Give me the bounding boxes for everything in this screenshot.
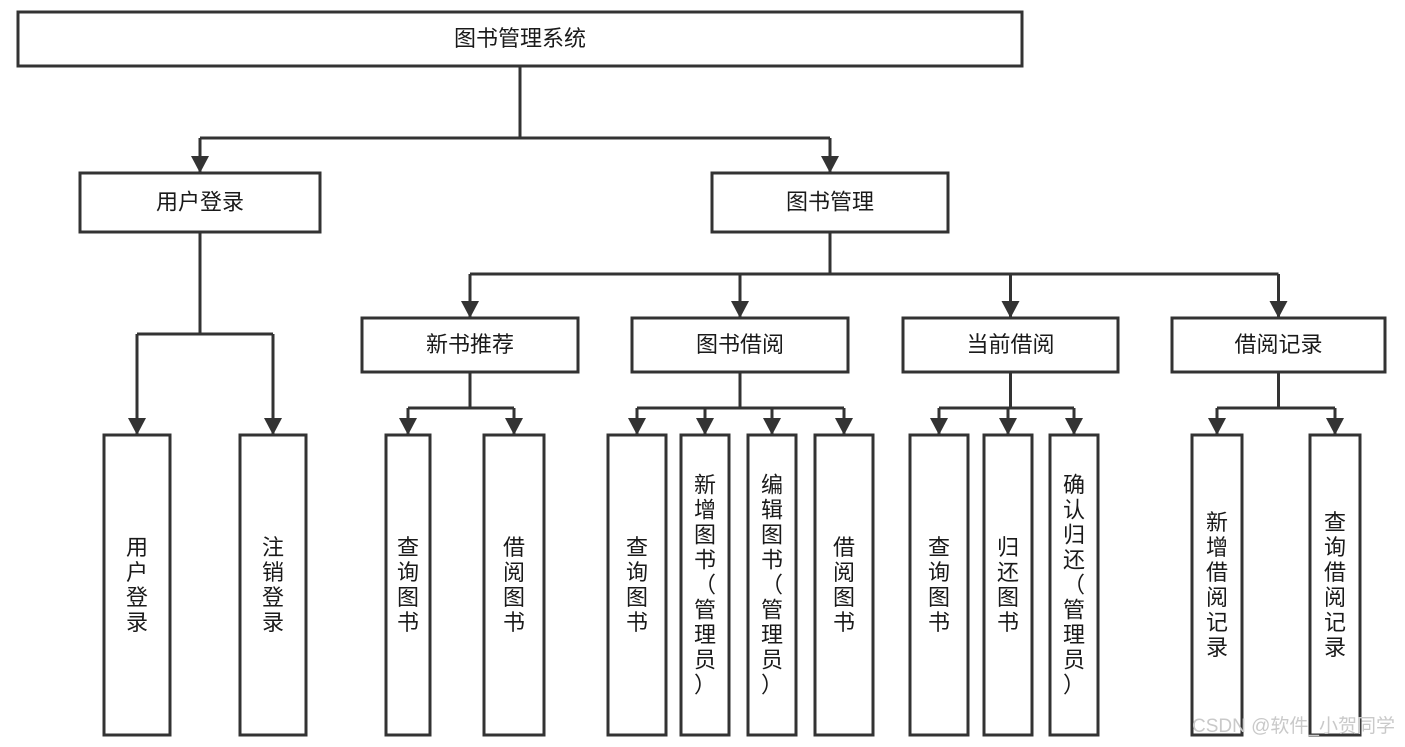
arrow-head-icon (399, 418, 417, 435)
node-current-borrow[interactable]: 当前借阅 (901, 316, 1120, 374)
node-box-borrow-record[interactable] (1170, 316, 1387, 374)
node-box-new-book-recommend[interactable] (360, 316, 580, 374)
arrow-head-icon (128, 418, 146, 435)
node-label-borrow-book-2: 借阅图书 (833, 535, 855, 635)
node-book-manage[interactable]: 图书管理 (710, 171, 950, 234)
node-new-book-recommend[interactable]: 新书推荐 (360, 316, 580, 374)
node-label-query-borrow-record: 查询借阅记录 (1324, 510, 1346, 660)
node-label-query-book-1: 查询图书 (397, 535, 419, 635)
node-edit-book[interactable]: 编辑图书（管理员） (746, 433, 798, 737)
node-borrow-book-1[interactable]: 借阅图书 (482, 433, 546, 737)
node-add-book[interactable]: 新增图书（管理员） (679, 433, 731, 737)
node-user-login-do[interactable]: 用户登录 (102, 433, 172, 737)
arrow-head-icon (1208, 418, 1226, 435)
node-root[interactable]: 图书管理系统 (16, 10, 1024, 68)
node-box-add-book[interactable] (679, 433, 731, 737)
arrow-head-icon (628, 418, 646, 435)
node-label-user-login-do: 用户登录 (126, 535, 148, 635)
node-label-edit-book: 编辑图书（管理员） (761, 473, 783, 698)
node-label-add-borrow-record: 新增借阅记录 (1206, 510, 1228, 660)
node-label-book-manage: 图书管理 (786, 189, 874, 214)
node-return-book[interactable]: 归还图书 (982, 433, 1034, 737)
node-label-borrow-record: 借阅记录 (1234, 332, 1322, 357)
arrow-head-icon (1001, 301, 1020, 318)
arrow-head-icon (1269, 301, 1288, 318)
node-label-root: 图书管理系统 (454, 26, 586, 51)
node-box-query-book-2[interactable] (606, 433, 668, 737)
arrow-head-icon (1065, 418, 1083, 435)
node-box-user-login-do[interactable] (102, 433, 172, 737)
node-query-book-1[interactable]: 查询图书 (384, 433, 432, 737)
node-box-borrow-book-1[interactable] (482, 433, 546, 737)
node-box-return-book[interactable] (982, 433, 1034, 737)
arrow-head-icon (264, 418, 282, 435)
node-box-book-borrow[interactable] (630, 316, 850, 374)
node-query-book-2[interactable]: 查询图书 (606, 433, 668, 737)
arrow-head-icon (731, 301, 749, 318)
node-box-add-borrow-record[interactable] (1190, 433, 1244, 737)
node-label-current-borrow: 当前借阅 (966, 332, 1054, 357)
connectors-layer (128, 66, 1344, 435)
node-label-query-book-2: 查询图书 (626, 535, 648, 635)
arrow-head-icon (191, 156, 209, 173)
node-box-user-logout[interactable] (238, 433, 308, 737)
node-box-edit-book[interactable] (746, 433, 798, 737)
node-confirm-return[interactable]: 确认归还（管理员） (1048, 433, 1100, 737)
node-box-query-borrow-record[interactable] (1308, 433, 1362, 737)
arrow-head-icon (763, 418, 781, 435)
node-borrow-record[interactable]: 借阅记录 (1170, 316, 1387, 374)
node-label-user-login: 用户登录 (156, 189, 244, 214)
node-borrow-book-2[interactable]: 借阅图书 (813, 433, 875, 737)
node-label-add-book: 新增图书（管理员） (694, 473, 716, 698)
node-book-borrow[interactable]: 图书借阅 (630, 316, 850, 374)
node-box-root[interactable] (16, 10, 1024, 68)
node-query-book-3[interactable]: 查询图书 (908, 433, 970, 737)
node-label-query-book-3: 查询图书 (928, 535, 950, 635)
arrow-head-icon (1326, 418, 1344, 435)
arrow-head-icon (930, 418, 948, 435)
node-add-borrow-record[interactable]: 新增借阅记录 (1190, 433, 1244, 737)
node-label-confirm-return: 确认归还（管理员） (1063, 473, 1085, 698)
csdn-watermark: CSDN @软件_小贺同学 (1192, 715, 1395, 737)
node-box-borrow-book-2[interactable] (813, 433, 875, 737)
node-label-borrow-book-1: 借阅图书 (503, 535, 525, 635)
node-box-query-book-3[interactable] (908, 433, 970, 737)
arrow-head-icon (821, 156, 839, 173)
arrow-head-icon (696, 418, 714, 435)
arrow-head-icon (999, 418, 1017, 435)
node-label-return-book: 归还图书 (997, 535, 1019, 635)
arrow-head-icon (835, 418, 853, 435)
node-box-confirm-return[interactable] (1048, 433, 1100, 737)
node-query-borrow-record[interactable]: 查询借阅记录 (1308, 433, 1362, 737)
watermark-layer: CSDN @软件_小贺同学 (1192, 715, 1395, 737)
node-user-login[interactable]: 用户登录 (78, 171, 322, 234)
arrow-head-icon (505, 418, 523, 435)
node-label-new-book-recommend: 新书推荐 (426, 332, 514, 357)
node-box-user-login[interactable] (78, 171, 322, 234)
node-label-user-logout: 注销登录 (262, 535, 284, 635)
arrow-head-icon (461, 301, 479, 318)
node-box-query-book-1[interactable] (384, 433, 432, 737)
node-user-logout[interactable]: 注销登录 (238, 433, 308, 737)
node-box-book-manage[interactable] (710, 171, 950, 234)
node-label-book-borrow: 图书借阅 (696, 332, 784, 357)
node-box-current-borrow[interactable] (901, 316, 1120, 374)
